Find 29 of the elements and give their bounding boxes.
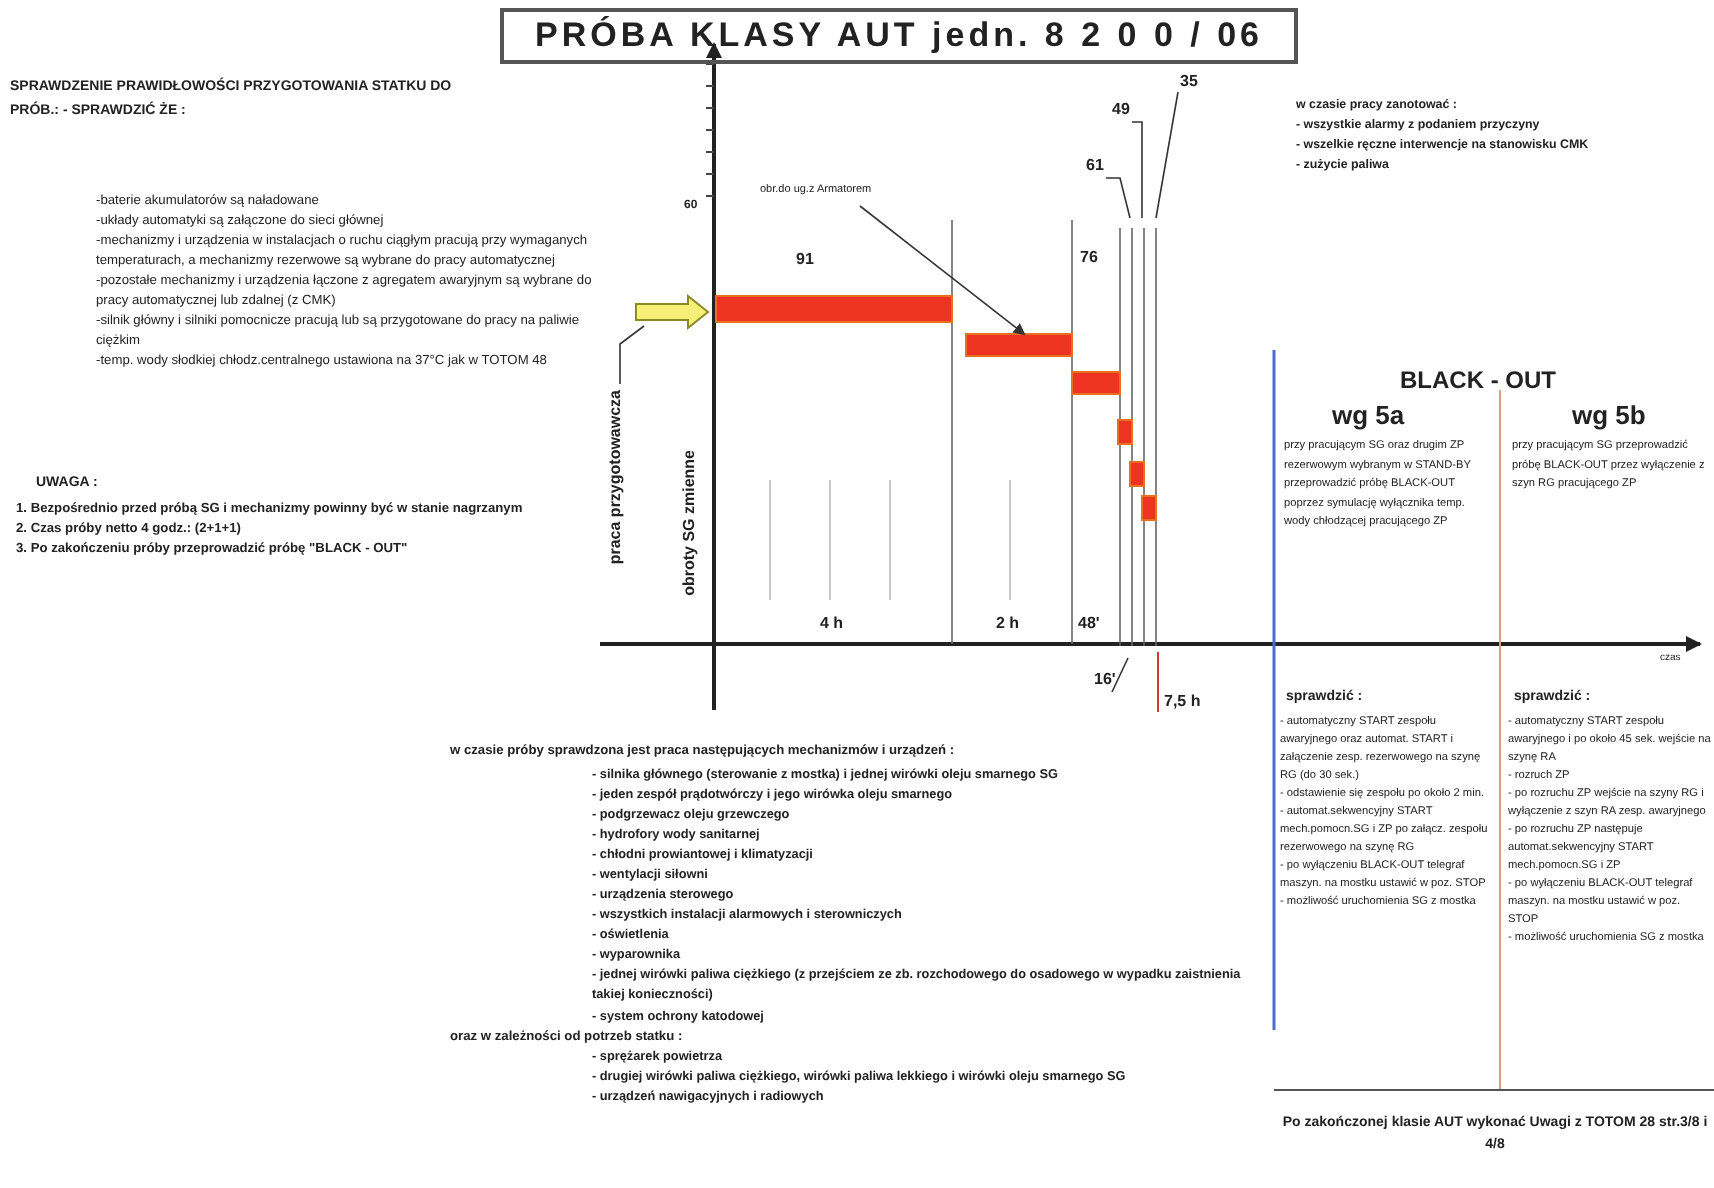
level-bar — [1141, 495, 1157, 521]
duration-label: 7,5 h — [1164, 692, 1201, 713]
duration-label: 2 h — [996, 614, 1020, 635]
callout-label: 49 — [1112, 100, 1130, 121]
level-bar — [965, 333, 1073, 357]
duration-label: 48' — [1078, 614, 1100, 635]
callout-label: 35 — [1180, 72, 1198, 93]
arrow-shape — [635, 293, 710, 331]
value-label: 91 — [796, 250, 814, 271]
level-bar — [1117, 419, 1133, 445]
rotated-label: praca przygotowawcza — [606, 390, 627, 565]
level-bar — [1129, 461, 1145, 487]
column-heading: wg 5a — [1332, 400, 1405, 434]
column-heading: wg 5b — [1572, 400, 1646, 434]
axis-title: obroty SG zmienne — [680, 450, 700, 596]
callout-label: 61 — [1086, 156, 1104, 177]
leader-line — [1111, 657, 1129, 693]
leader-line — [1105, 177, 1131, 219]
leader-line — [619, 325, 645, 385]
leader-line — [1131, 121, 1143, 219]
title-box: PRÓBA KLASY AUT jedn. 8 2 0 0 / 06 — [500, 8, 1298, 64]
leader-line — [1155, 91, 1179, 219]
level-bar — [1071, 371, 1121, 395]
level-bar — [715, 295, 953, 323]
section-heading: BLACK - OUT — [1400, 366, 1556, 398]
value-label: 76 — [1080, 248, 1098, 269]
duration-label: 4 h — [820, 614, 844, 635]
callout-label: 16' — [1094, 670, 1116, 691]
leader-line — [859, 205, 1026, 336]
